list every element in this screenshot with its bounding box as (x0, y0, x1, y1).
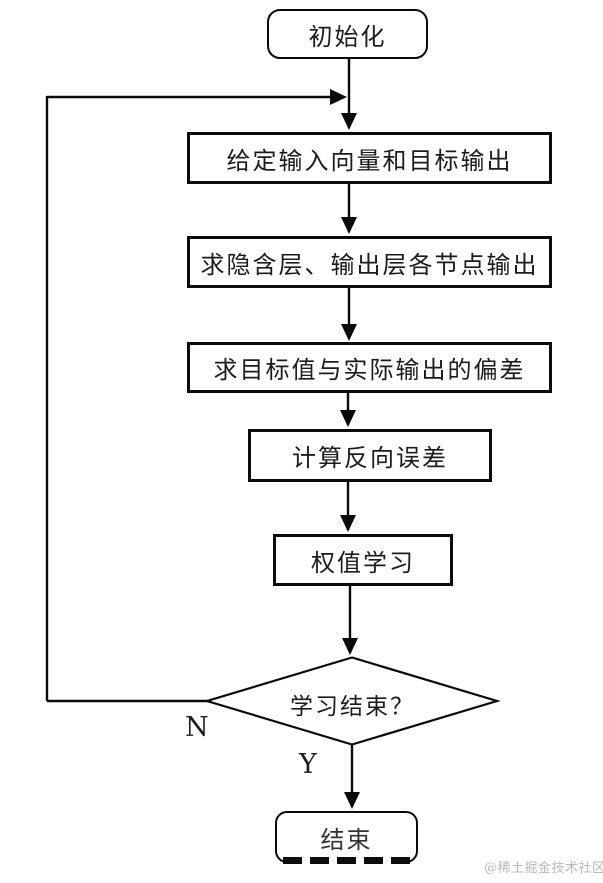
arrowhead-loop-join (330, 89, 347, 105)
branch-label-no: N (185, 712, 209, 743)
arrowhead-into-step5 (340, 515, 356, 532)
end-node-worn-border (283, 857, 410, 864)
arrowhead-into-step4 (340, 410, 356, 427)
flow-node-back-error: 计算反向误差 (248, 429, 492, 482)
flow-node-error-deviation: 求目标值与实际输出的偏差 (187, 342, 552, 393)
arrowhead-into-step3 (341, 324, 357, 341)
flow-node-start: 初始化 (267, 9, 428, 59)
branch-label-yes: Y (299, 749, 317, 780)
flow-node-end: 结束 (275, 811, 418, 863)
flow-node-input-target: 给定输入向量和目标输出 (187, 132, 552, 184)
flow-node-layer-outputs: 求隐含层、输出层各节点输出 (187, 236, 552, 288)
arrowhead-into-end (344, 792, 360, 809)
watermark-text: @稀土掘金技术社区 (484, 861, 603, 876)
flow-node-weight-learning: 权值学习 (273, 534, 453, 586)
arrowhead-into-step1 (341, 113, 357, 130)
flow-node-decision-label: 学习结束？ (290, 694, 415, 720)
arrowhead-into-step2 (341, 217, 357, 234)
arrowhead-into-decision (342, 638, 358, 655)
flow-node-decision-shape (203, 656, 501, 746)
